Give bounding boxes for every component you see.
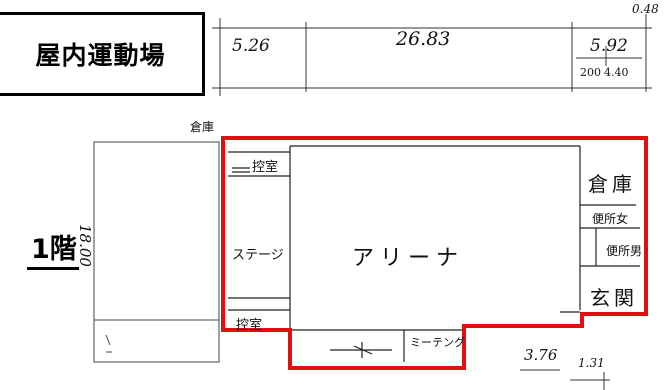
dimension-top-right: 5.92 bbox=[590, 36, 628, 56]
highlight-outline bbox=[221, 136, 648, 370]
room-label-stage: ステージ bbox=[232, 248, 284, 263]
facility-title-box: 屋内運動場 bbox=[0, 12, 205, 96]
facility-title: 屋内運動場 bbox=[35, 41, 166, 70]
dimension-corner: 0.48 bbox=[632, 2, 659, 16]
dimension-bottom-a: 3.76 bbox=[524, 346, 558, 364]
room-label-storage-outside: 倉庫 bbox=[190, 120, 215, 134]
dimension-top-right-sub-b: 4.40 bbox=[604, 66, 629, 79]
plan-lines bbox=[228, 145, 640, 362]
dimension-top-left: 5.26 bbox=[232, 36, 270, 56]
bottom-dimension-ticks bbox=[520, 369, 610, 390]
dimension-left-side: 18.00 bbox=[76, 224, 94, 267]
room-label-toilet-female: 便所女 bbox=[592, 212, 629, 226]
dimension-top-right-sub-a: 200 bbox=[580, 66, 601, 79]
room-label-control-bottom: 控室 bbox=[236, 318, 263, 333]
dimension-bottom-b: 1.31 bbox=[578, 356, 605, 370]
room-label-entrance: 玄関 bbox=[590, 286, 638, 310]
room-label-control-top: 控室 bbox=[252, 160, 279, 175]
room-label-toilet-male: 便所男 bbox=[606, 244, 643, 258]
top-dimension-strip bbox=[212, 14, 652, 96]
room-label-arena: アリーナ bbox=[352, 246, 465, 271]
left-building-outline bbox=[93, 141, 220, 363]
room-label-storage-right: 倉庫 bbox=[588, 172, 636, 196]
dimension-top-center: 26.83 bbox=[396, 28, 451, 50]
room-label-meeting: ミーテング bbox=[410, 336, 465, 349]
floor-label: 1階 bbox=[27, 234, 79, 270]
